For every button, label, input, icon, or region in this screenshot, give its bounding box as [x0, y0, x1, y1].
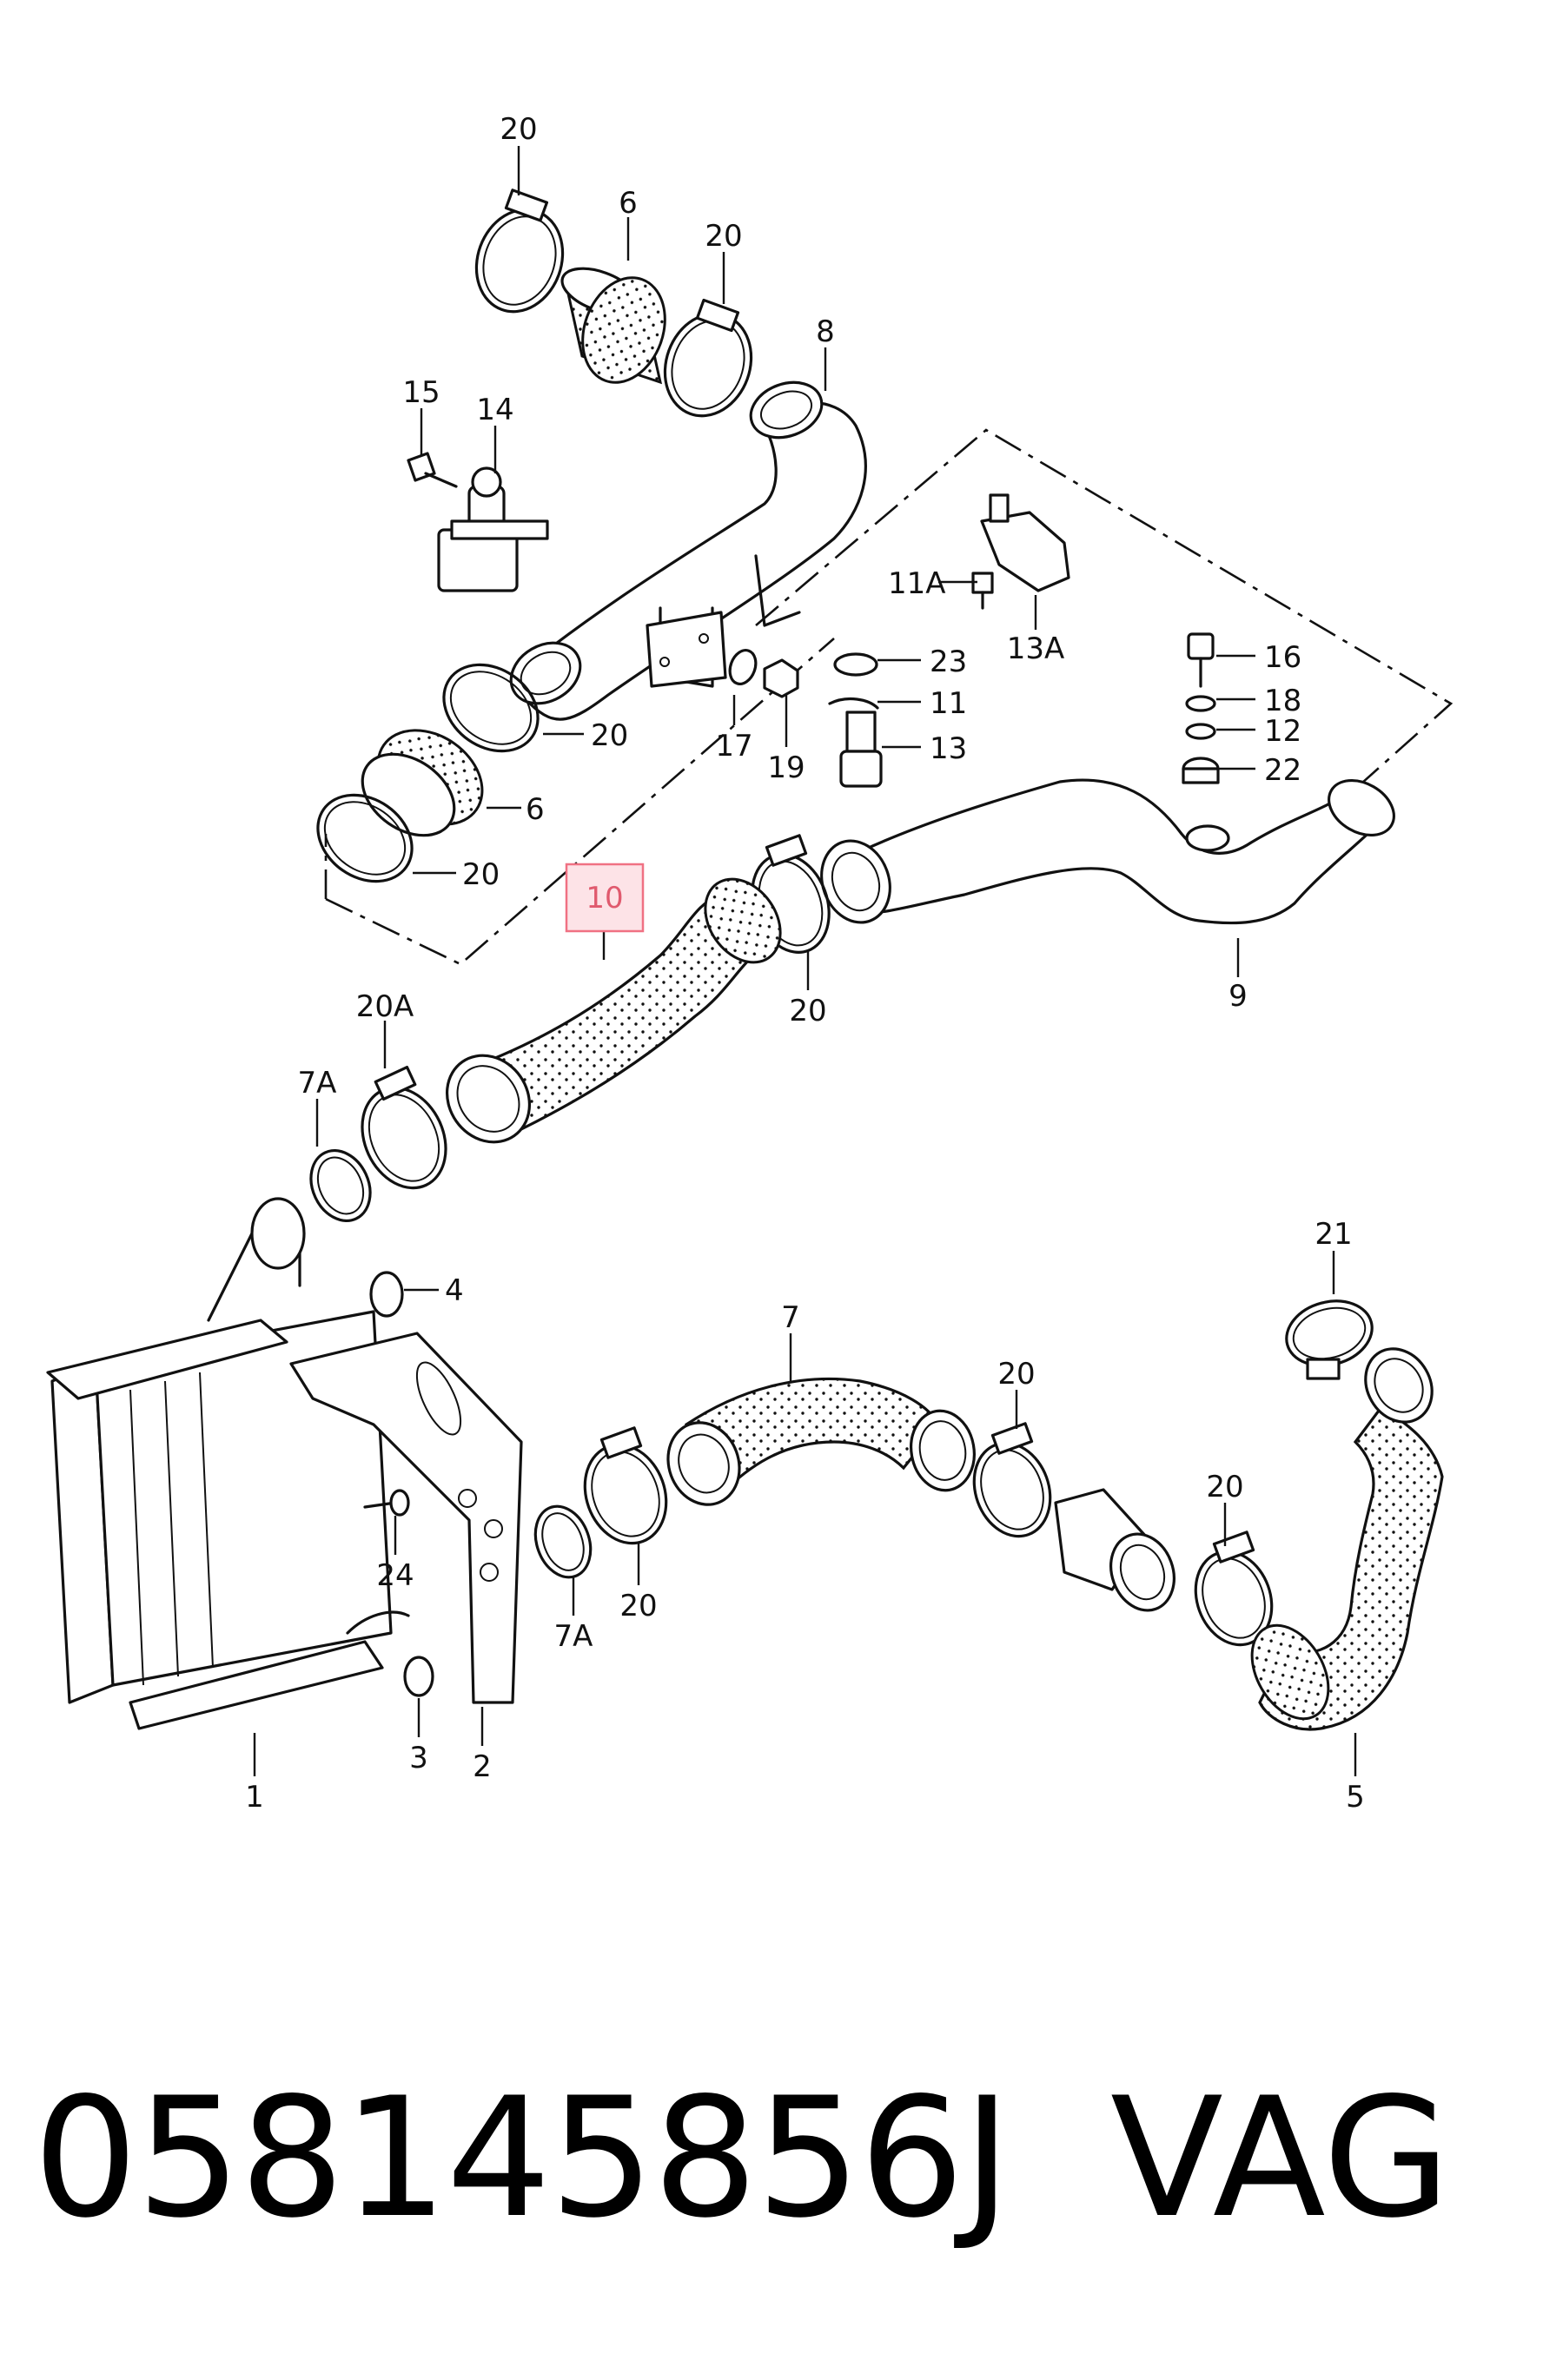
seal-17	[728, 649, 758, 685]
connector-pipe	[1054, 1488, 1175, 1612]
callout-24: 24	[376, 1558, 414, 1593]
mounting-bracket	[646, 611, 727, 688]
callout-6: 6	[526, 792, 545, 827]
callout-20: 20	[705, 219, 742, 254]
hose-clamp-21	[1285, 1299, 1374, 1380]
callout-16: 16	[1264, 640, 1301, 675]
part-number-footer: 058145856J VAG	[0, 2059, 1543, 2258]
grommet-22	[1182, 757, 1220, 784]
seal-ring-7a-bottom	[533, 1504, 593, 1579]
intercooler-hose-7	[666, 1377, 976, 1506]
hose-clamp-20-b	[663, 298, 753, 418]
callout-15: 15	[402, 375, 440, 410]
callout-17: 17	[715, 729, 752, 764]
hose-clamp-20-top	[474, 188, 565, 314]
callout-22: 22	[1264, 753, 1301, 788]
callout-7a: 7A	[554, 1619, 593, 1654]
washer-18	[1185, 695, 1216, 712]
callout-20: 20	[997, 1357, 1035, 1392]
clip-11	[828, 697, 879, 710]
hose-clamp-20-f	[972, 1422, 1052, 1538]
brand-name: VAG	[1110, 2062, 1451, 2254]
sensor-13	[839, 711, 883, 788]
charge-air-hose-5	[1250, 1347, 1444, 1731]
assembly-boundary-upper	[324, 638, 835, 966]
callout-3: 3	[409, 1741, 428, 1775]
hose-clamp-20-g	[1194, 1530, 1274, 1647]
callout-2: 2	[473, 1749, 492, 1784]
seal-ring-7a-top	[309, 1149, 372, 1222]
callout-11a: 11A	[888, 566, 946, 601]
callout-23: 23	[930, 645, 967, 679]
callout-14: 14	[476, 393, 513, 427]
highlight-box-part-10	[565, 863, 645, 933]
callout-20: 20	[500, 112, 537, 147]
callout-20: 20	[619, 1589, 657, 1623]
charge-air-pipe-9	[820, 778, 1395, 925]
bolt-11a	[971, 572, 994, 610]
callout-21: 21	[1315, 1217, 1352, 1252]
callout-labels: 20 6 20 8 15 14 11A 13A 16 18 12 22 23 1…	[245, 112, 1365, 1815]
rubber-mount-3	[403, 1656, 434, 1697]
nut-19	[763, 658, 799, 698]
callout-18: 18	[1264, 684, 1301, 718]
rubber-mount-4	[369, 1271, 404, 1318]
intercooler-1	[46, 1197, 410, 1730]
hose-clamp-20-e	[751, 834, 831, 954]
hose-clamp-20-c	[442, 663, 540, 753]
callout-9: 9	[1228, 979, 1248, 1014]
callout-19: 19	[767, 750, 805, 785]
hose-clamp-20-h	[583, 1426, 668, 1545]
callout-20: 20	[591, 718, 628, 753]
seal-ring-23	[833, 652, 878, 677]
washer-12	[1185, 723, 1216, 740]
hose-clamp-20-d	[316, 793, 414, 883]
part-number: 058145856J	[33, 2062, 1011, 2254]
callout-20: 20	[462, 857, 500, 892]
intercooler-bracket-2	[289, 1332, 523, 1704]
charge-air-hose-10	[445, 877, 782, 1144]
callout-1: 1	[245, 1780, 264, 1815]
solenoid-valve-14	[437, 466, 549, 592]
connector-hose-6-top	[560, 267, 666, 385]
connector-hose-6-bottom	[361, 729, 484, 837]
callout-20: 20	[1206, 1470, 1243, 1504]
bolt-16	[1187, 632, 1215, 688]
callout-20a: 20A	[356, 989, 414, 1024]
callout-12: 12	[1264, 714, 1301, 749]
callout-7: 7	[781, 1300, 800, 1335]
callout-5: 5	[1346, 1780, 1365, 1815]
callout-4: 4	[445, 1273, 464, 1308]
callout-6: 6	[619, 186, 638, 221]
callout-7a: 7A	[298, 1066, 337, 1101]
bolt-15	[407, 452, 458, 488]
callout-20: 20	[789, 994, 826, 1028]
callout-13: 13	[930, 731, 967, 766]
bolt-24	[363, 1489, 410, 1517]
hose-clamp-20a	[361, 1065, 447, 1190]
pressure-sensor-13a	[980, 493, 1070, 592]
callout-8: 8	[816, 314, 835, 349]
callout-10: 10	[586, 881, 623, 916]
callout-11: 11	[930, 686, 967, 721]
leader-lines	[253, 146, 1357, 1776]
callout-13a: 13A	[1007, 631, 1065, 666]
